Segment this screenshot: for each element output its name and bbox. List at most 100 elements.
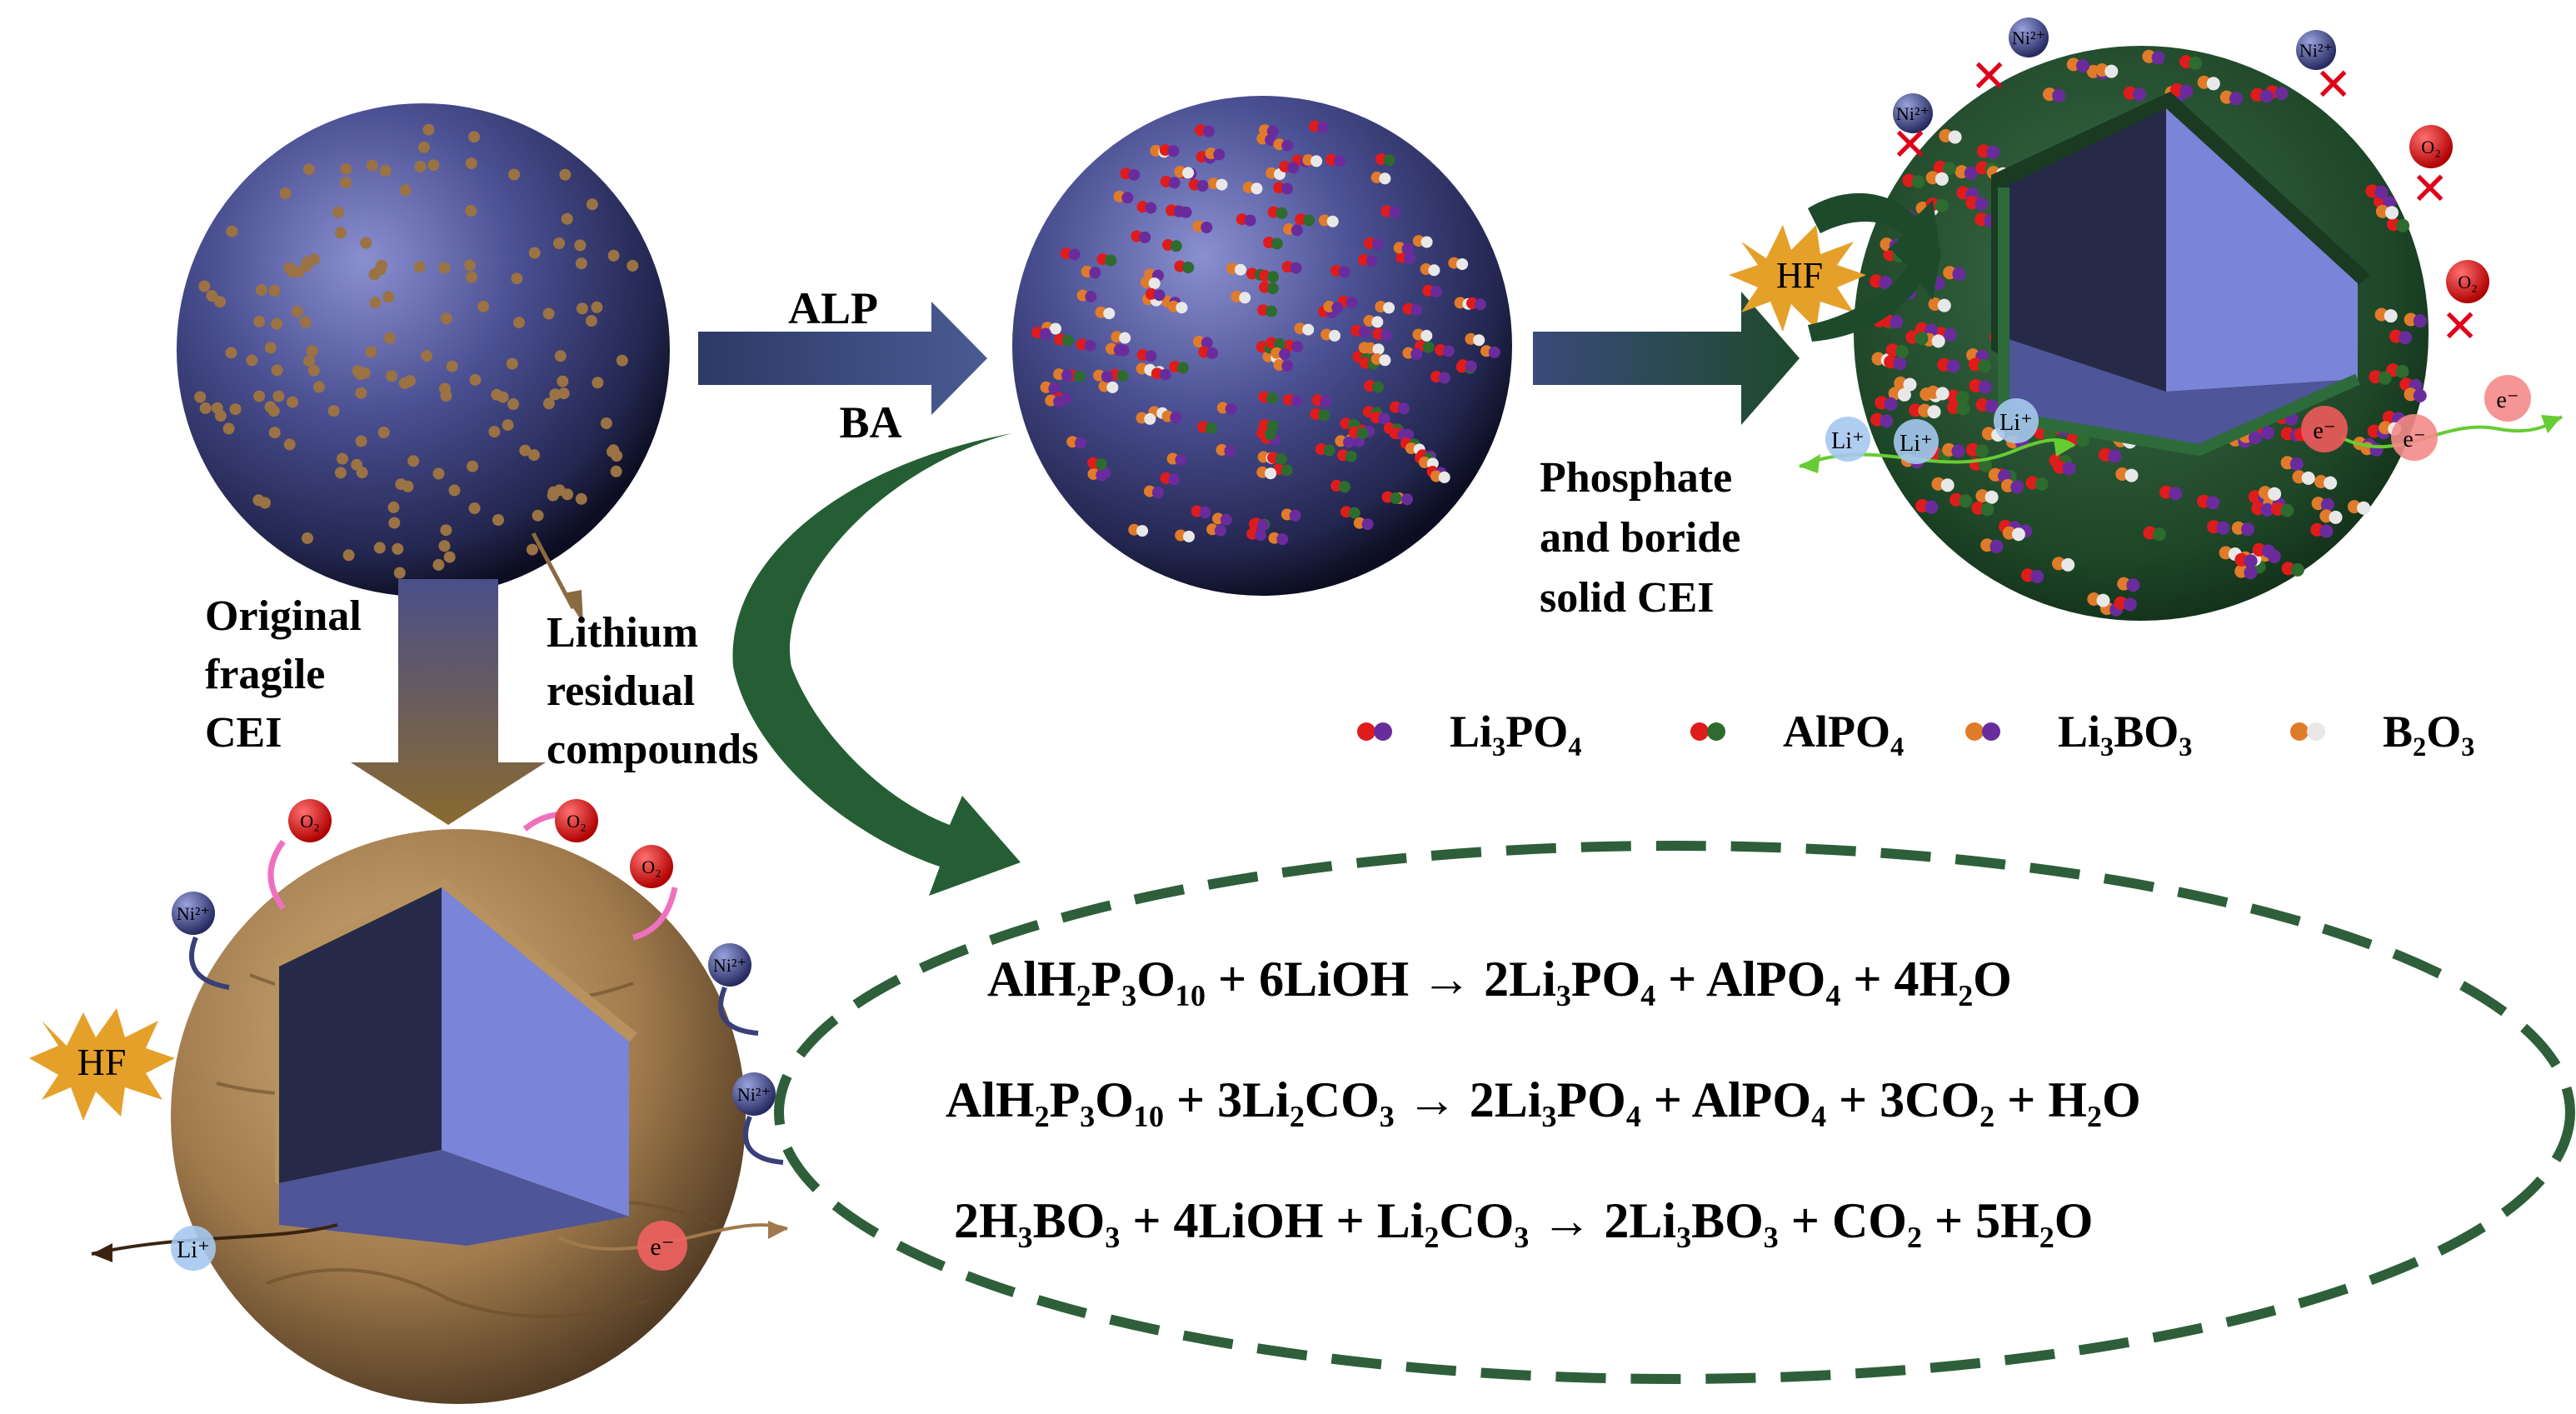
svg-text:HF: HF bbox=[1776, 255, 1823, 296]
residual-dot bbox=[337, 452, 348, 465]
residual-dot bbox=[607, 444, 620, 457]
residual-dot bbox=[271, 364, 283, 377]
degraded-particle bbox=[171, 829, 746, 1404]
molecule-atom bbox=[1103, 307, 1116, 320]
legend-label: B₂O₃ bbox=[2383, 707, 2474, 757]
molecule-atom bbox=[1935, 387, 1949, 401]
li-path-left bbox=[91, 1223, 338, 1256]
residual-dot bbox=[468, 131, 481, 143]
svg-text:✕: ✕ bbox=[2441, 300, 2479, 352]
residual-dot bbox=[464, 259, 477, 272]
residual-dot bbox=[549, 388, 562, 401]
molecule-atom bbox=[1201, 222, 1213, 233]
molecule-atom bbox=[1168, 473, 1181, 486]
svg-text:✕: ✕ bbox=[1891, 118, 1929, 171]
molecule-atom bbox=[1378, 412, 1390, 425]
molecule-atom bbox=[1410, 304, 1423, 316]
svg-text:O₂: O₂ bbox=[642, 857, 661, 877]
molecule-atom bbox=[1438, 471, 1450, 483]
molecule-atom bbox=[2189, 56, 2203, 70]
svg-text:fragile: fragile bbox=[205, 651, 325, 698]
residual-dot bbox=[575, 257, 587, 270]
molecule-atom bbox=[2290, 562, 2304, 577]
molecule-atom bbox=[1291, 341, 1304, 353]
residual-dot bbox=[561, 212, 573, 225]
residual-dot bbox=[313, 381, 325, 393]
svg-text:Ni²⁺: Ni²⁺ bbox=[737, 1084, 771, 1105]
molecule-atom bbox=[1404, 252, 1416, 265]
molecule-atom bbox=[1168, 177, 1181, 189]
molecule-atom bbox=[2324, 476, 2338, 490]
residual-dot bbox=[355, 435, 367, 447]
molecule-atom bbox=[1934, 172, 1949, 186]
oxygen-leak-2: O₂ bbox=[522, 799, 598, 842]
residual-dot bbox=[291, 305, 303, 317]
molecule-atom bbox=[1153, 289, 1166, 302]
original-cei-label: Original fragile CEI bbox=[205, 592, 362, 757]
reaction-ellipse bbox=[774, 841, 2575, 1384]
molecule-atom bbox=[1119, 332, 1131, 344]
molecule-atom bbox=[1290, 395, 1303, 407]
legend-label: Li₃PO₄ bbox=[1450, 707, 1581, 757]
pristine-particle bbox=[177, 103, 670, 597]
legend-label: AlPO₄ bbox=[1783, 707, 1904, 757]
residual-dot bbox=[610, 465, 622, 477]
residual-dot bbox=[508, 168, 521, 181]
residual-dot bbox=[355, 387, 367, 399]
residual-dot bbox=[418, 141, 430, 153]
molecule-atom bbox=[2062, 462, 2076, 476]
molecule-atom bbox=[1984, 399, 1999, 413]
molecule-atom bbox=[1089, 267, 1101, 279]
molecule-atom bbox=[1430, 286, 1442, 298]
svg-text:Lithium: Lithium bbox=[547, 609, 698, 657]
svg-text:compounds: compounds bbox=[547, 726, 758, 773]
molecule-atom bbox=[1456, 258, 1469, 270]
molecule-atom bbox=[1890, 315, 1904, 329]
residual-dot bbox=[443, 551, 456, 563]
degradation-arrow bbox=[351, 579, 546, 825]
molecule-atom bbox=[2374, 185, 2389, 199]
molecule-atom bbox=[1438, 372, 1450, 384]
molecule-atom bbox=[2132, 87, 2146, 102]
residual-dot bbox=[513, 317, 525, 329]
molecule-atom bbox=[1276, 207, 1288, 219]
svg-text:✕: ✕ bbox=[2314, 58, 2352, 111]
residual-dot bbox=[300, 260, 312, 272]
molecule-atom bbox=[2289, 457, 2304, 471]
molecule-atom bbox=[1068, 248, 1081, 261]
molecule-atom bbox=[1170, 412, 1182, 423]
cube-bottom-face bbox=[2004, 337, 2358, 450]
molecule-atom bbox=[1271, 237, 1283, 250]
molecule-atom bbox=[1255, 529, 1266, 542]
molecule-atom bbox=[1383, 302, 1395, 314]
residual-dot bbox=[229, 403, 242, 416]
molecule-atom bbox=[1959, 494, 1973, 508]
svg-text:residual: residual bbox=[547, 667, 695, 715]
molecule-atom bbox=[1096, 469, 1108, 482]
svg-text:Li⁺: Li⁺ bbox=[1900, 431, 1933, 457]
molecule-atom bbox=[1061, 369, 1073, 382]
molecule-atom bbox=[2384, 309, 2398, 323]
ni-ion-leak-1: Ni²⁺ bbox=[172, 892, 230, 990]
molecule-atom bbox=[1316, 122, 1329, 133]
residual-dot bbox=[332, 206, 344, 218]
cube-left-face-degraded bbox=[279, 887, 442, 1183]
molecule-atom bbox=[1145, 202, 1157, 214]
residual-dot bbox=[532, 509, 544, 522]
molecule-atom bbox=[1931, 334, 1945, 348]
molecule-atom bbox=[1488, 346, 1500, 358]
residual-dot bbox=[351, 458, 363, 471]
residual-dot bbox=[395, 478, 407, 491]
molecule-atom bbox=[1144, 412, 1156, 425]
residual-dot bbox=[492, 514, 504, 526]
residual-dot bbox=[342, 549, 355, 562]
molecule-atom bbox=[2108, 449, 2122, 463]
molecule-atom bbox=[1334, 155, 1345, 167]
svg-text:O₂: O₂ bbox=[300, 811, 320, 832]
residual-dot bbox=[303, 355, 315, 367]
molecule-atom bbox=[1964, 166, 1978, 180]
coating-molecules bbox=[1031, 120, 1500, 546]
oxygen-blocked-2: O₂ ✕ bbox=[2441, 260, 2489, 352]
electron-left: e⁻ bbox=[637, 1221, 687, 1271]
